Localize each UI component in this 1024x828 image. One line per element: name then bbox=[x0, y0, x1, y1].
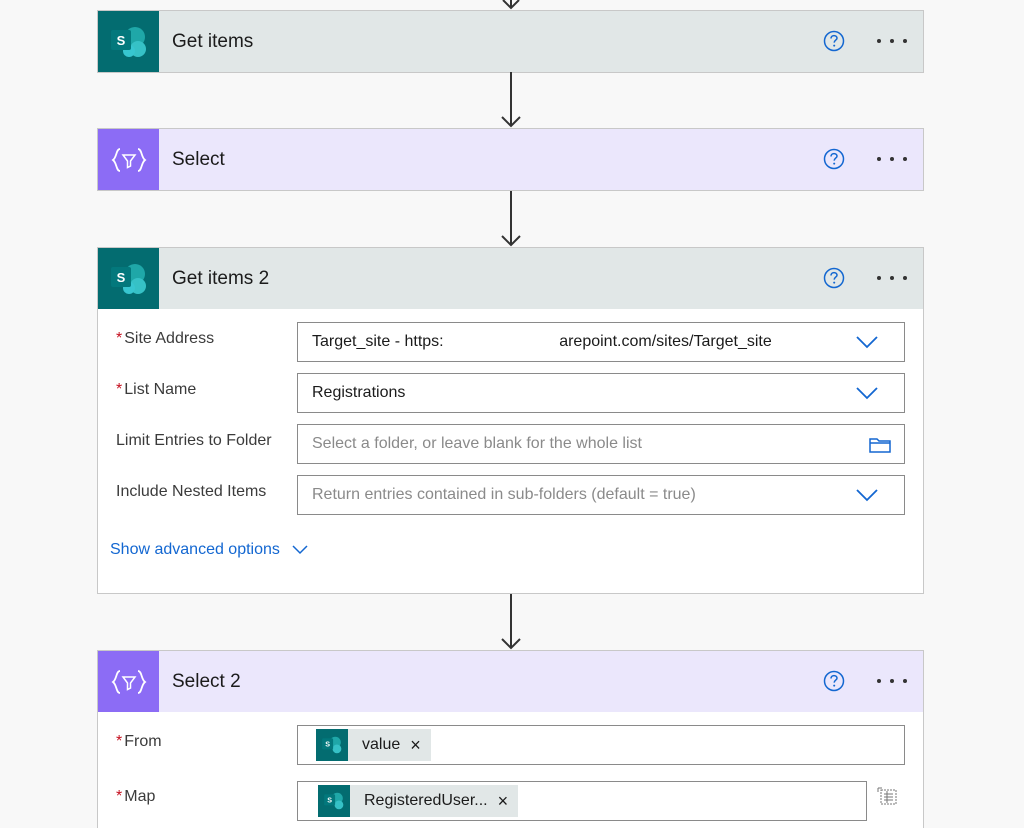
action-card-get-items[interactable]: S Get items bbox=[97, 10, 924, 73]
more-dots-icon[interactable] bbox=[877, 266, 907, 290]
map-text-mode-icon[interactable] bbox=[877, 787, 899, 807]
card-title: Get items 2 bbox=[172, 267, 270, 289]
required-mark: * bbox=[116, 330, 123, 347]
show-advanced-options-link[interactable]: Show advanced options bbox=[110, 541, 308, 559]
dynamic-content-token[interactable]: S RegisteredUser... × bbox=[318, 785, 519, 817]
action-card-get-items-2[interactable]: S Get items 2 *Site Address Target_site … bbox=[97, 247, 924, 594]
sharepoint-icon: S bbox=[98, 11, 159, 72]
connector-arrow bbox=[501, 191, 521, 247]
sharepoint-icon: S bbox=[98, 248, 159, 309]
help-circle-icon[interactable] bbox=[823, 670, 845, 692]
action-card-select[interactable]: Select bbox=[97, 128, 924, 191]
chevron-down-icon[interactable] bbox=[856, 335, 878, 349]
card-title: Get items bbox=[172, 30, 254, 52]
svg-text:S: S bbox=[325, 741, 330, 749]
more-dots-icon[interactable] bbox=[877, 147, 907, 171]
data-operation-icon bbox=[98, 651, 159, 712]
data-operation-icon bbox=[98, 129, 159, 190]
chevron-down-icon[interactable] bbox=[856, 488, 878, 502]
more-dots-icon[interactable] bbox=[877, 669, 907, 693]
svg-text:S: S bbox=[116, 33, 125, 48]
folder-icon[interactable] bbox=[868, 435, 892, 455]
required-mark: * bbox=[116, 733, 123, 750]
required-mark: * bbox=[116, 788, 123, 805]
connector-arrow-top bbox=[502, 0, 520, 10]
include-nested-placeholder: Return entries contained in sub-folders … bbox=[312, 486, 696, 503]
remove-token-icon[interactable]: × bbox=[410, 734, 421, 755]
remove-token-icon[interactable]: × bbox=[497, 790, 509, 811]
more-dots-icon[interactable] bbox=[877, 29, 907, 53]
site-address-label: *Site Address bbox=[116, 330, 215, 347]
sharepoint-icon: S bbox=[316, 729, 348, 761]
limit-folder-placeholder: Select a folder, or leave blank for the … bbox=[312, 435, 642, 452]
include-nested-dropdown[interactable]: Return entries contained in sub-folders … bbox=[297, 475, 905, 515]
list-name-label: *List Name bbox=[116, 381, 197, 398]
connector-arrow bbox=[501, 72, 521, 128]
limit-folder-label: Limit Entries to Folder bbox=[116, 432, 272, 449]
svg-text:S: S bbox=[116, 270, 125, 285]
token-label: RegisteredUser... bbox=[364, 792, 488, 809]
limit-folder-input[interactable]: Select a folder, or leave blank for the … bbox=[297, 424, 905, 464]
card-header[interactable]: Select 2 bbox=[98, 651, 923, 712]
site-address-dropdown[interactable]: Target_site - https: arepoint.com/sites/… bbox=[297, 322, 905, 362]
site-address-value: Target_site - https: arepoint.com/sites/… bbox=[312, 333, 772, 350]
from-label: *From bbox=[116, 733, 162, 750]
connector-arrow bbox=[501, 594, 521, 650]
action-card-select-2[interactable]: Select 2 *From S bbox=[97, 650, 924, 828]
sharepoint-icon: S bbox=[318, 785, 350, 817]
list-name-dropdown[interactable]: Registrations bbox=[297, 373, 905, 413]
chevron-down-icon[interactable] bbox=[292, 545, 308, 555]
token-label: value bbox=[362, 736, 401, 753]
from-input[interactable]: S value × bbox=[297, 725, 905, 765]
required-mark: * bbox=[116, 381, 123, 398]
card-title: Select 2 bbox=[172, 670, 241, 692]
help-circle-icon[interactable] bbox=[823, 267, 845, 289]
svg-text:S: S bbox=[327, 797, 332, 805]
chevron-down-icon[interactable] bbox=[856, 386, 878, 400]
card-title: Select bbox=[172, 148, 225, 170]
map-label: *Map bbox=[116, 788, 156, 805]
include-nested-label: Include Nested Items bbox=[116, 483, 267, 500]
card-header[interactable]: S Get items bbox=[98, 11, 923, 72]
map-input[interactable]: S RegisteredUser... × bbox=[297, 781, 867, 821]
help-circle-icon[interactable] bbox=[823, 30, 845, 52]
dynamic-content-token[interactable]: S value × bbox=[316, 729, 431, 761]
card-header[interactable]: Select bbox=[98, 129, 923, 190]
card-header[interactable]: S Get items 2 bbox=[98, 248, 923, 309]
list-name-value: Registrations bbox=[312, 384, 406, 401]
help-circle-icon[interactable] bbox=[823, 148, 845, 170]
